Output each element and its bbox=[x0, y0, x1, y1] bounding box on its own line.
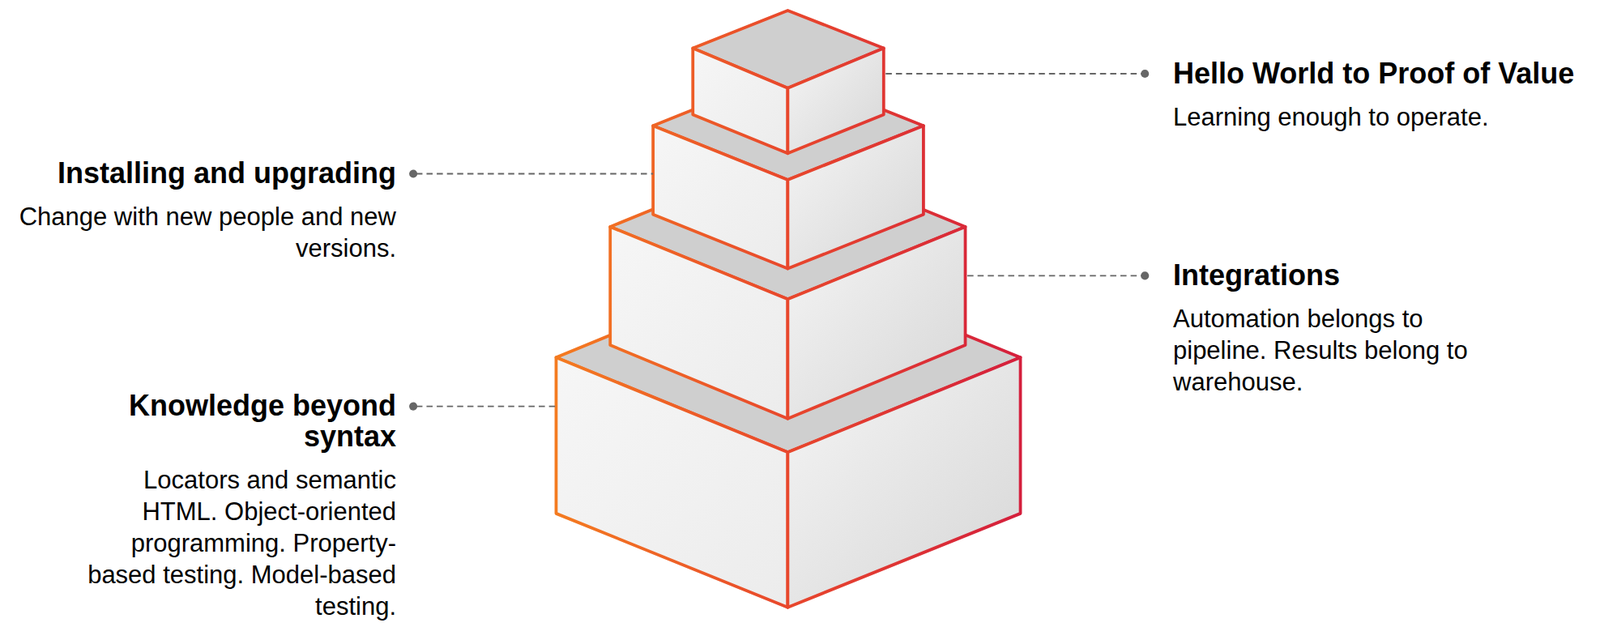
leader-line bbox=[416, 172, 653, 175]
callout-group: Knowledge beyond syntaxLocators and sema… bbox=[80, 390, 397, 623]
leader-line bbox=[967, 274, 1144, 277]
leader-dot bbox=[1140, 69, 1149, 78]
leader-dot bbox=[409, 169, 418, 178]
pyramid-tier bbox=[692, 10, 884, 154]
leader-dot bbox=[409, 402, 418, 411]
leader-dot bbox=[1140, 271, 1149, 280]
callout-heading: Integrations bbox=[1173, 260, 1494, 291]
callout-heading: Knowledge beyond syntax bbox=[80, 390, 397, 453]
callout-text: Automation belongs to pipeline. Results … bbox=[1173, 302, 1494, 398]
callout-group: IntegrationsAutomation belongs to pipeli… bbox=[1173, 260, 1494, 398]
callout-heading: Hello World to Proof of Value bbox=[1173, 58, 1579, 90]
callout-group: Installing and upgradingChange with new … bbox=[3, 157, 397, 265]
callout-text: Locators and semantic HTML. Object-orien… bbox=[80, 464, 397, 623]
leader-line bbox=[416, 405, 557, 408]
callout-heading: Installing and upgrading bbox=[3, 157, 397, 189]
leader-line bbox=[885, 72, 1143, 75]
callout-text: Learning enough to operate. bbox=[1173, 101, 1579, 133]
callout-group: Hello World to Proof of ValueLearning en… bbox=[1173, 58, 1579, 133]
callout-text: Change with new people and new versions. bbox=[3, 200, 397, 265]
